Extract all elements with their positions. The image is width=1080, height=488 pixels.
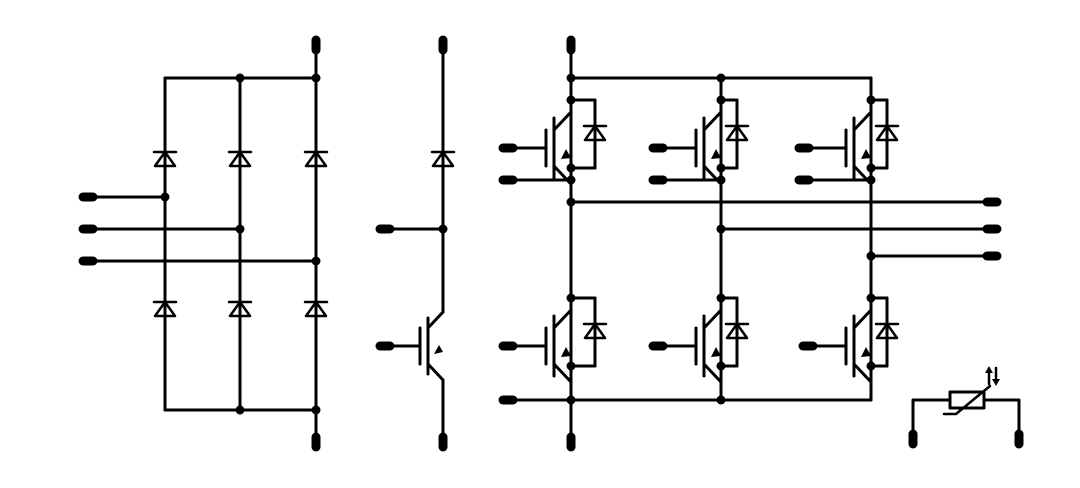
rectifier-bridge: [78, 35, 329, 452]
junction-dot: [311, 405, 321, 415]
rectifier-diode-lower-2: [227, 300, 253, 318]
junction-dot: [235, 405, 245, 415]
rectifier-diode-upper-1: [152, 150, 178, 168]
igbt-upper-u: [505, 98, 608, 186]
ntc-thermistor: [908, 366, 1024, 449]
igbt-upper-w: [805, 98, 900, 186]
rectifier-diode-upper-3: [303, 150, 329, 168]
igbt-lower-u: [505, 296, 608, 384]
junction-dot: [160, 192, 170, 202]
rectifier-diode-lower-1: [152, 300, 178, 318]
junction-dot: [235, 73, 245, 83]
thermistor-icon: [942, 384, 992, 416]
junction-dot: [438, 224, 448, 234]
inverter-bridge: [498, 35, 1002, 452]
junction-dot: [235, 224, 245, 234]
rectifier-diode-upper-2: [227, 150, 253, 168]
igbt-lower-v: [655, 296, 750, 384]
resistor-body: [948, 390, 986, 410]
rectifier-diode-lower-3: [303, 300, 329, 318]
brake-igbt: [386, 310, 445, 382]
igbt-upper-v: [655, 98, 750, 186]
brake-diode: [430, 150, 456, 168]
junction-dots: [566, 73, 876, 405]
junction-dot: [311, 256, 321, 266]
brake-chopper: [375, 35, 456, 452]
junction-dot: [311, 73, 321, 83]
igbt-lower-w: [805, 296, 900, 384]
